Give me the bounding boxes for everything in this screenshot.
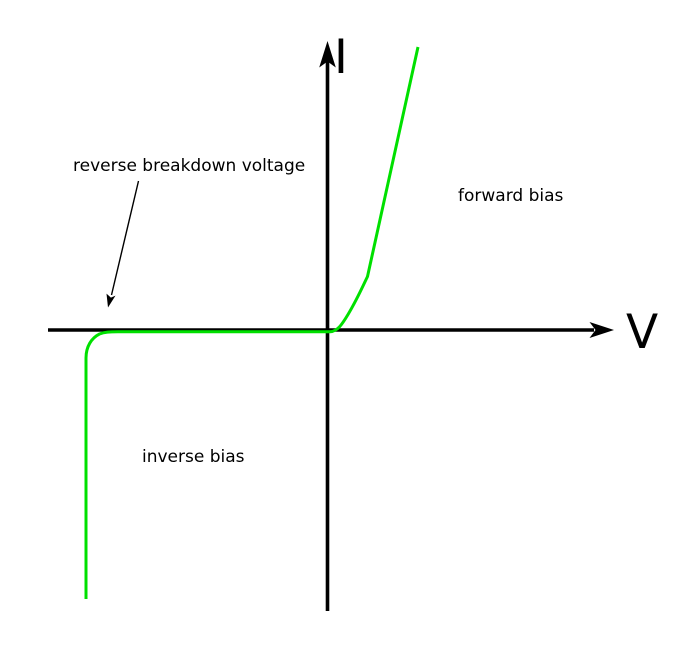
reverse-breakdown-voltage-label: reverse breakdown voltage	[73, 156, 306, 176]
forward-bias-label: forward bias	[458, 186, 564, 206]
diode-iv-curve	[84, 46, 420, 599]
x-axis-arrowhead-icon	[589, 322, 614, 338]
y-axis-arrowhead-icon	[319, 41, 336, 68]
breakdown-annotation-arrow	[110, 180, 140, 296]
inverse-bias-label: inverse bias	[142, 447, 245, 467]
breakdown-annotation-arrowhead-icon	[106, 293, 116, 308]
x-axis-label: V	[626, 305, 659, 360]
y-axis-label: I	[334, 30, 348, 85]
